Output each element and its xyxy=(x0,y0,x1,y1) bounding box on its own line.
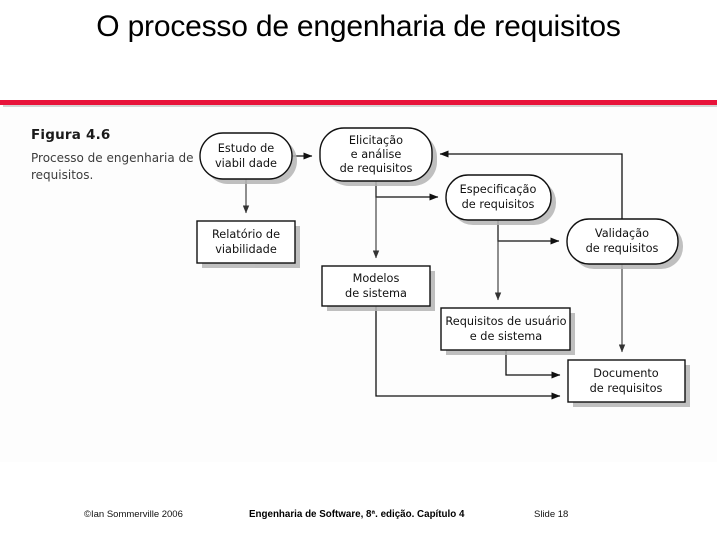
node-estudo-de-viabilidade[interactable]: Estudo de viabil dade xyxy=(199,132,293,180)
footer-book-reference: Engenharia de Software, 8ª. edição. Capí… xyxy=(249,509,465,520)
node-documento-de-requisitos[interactable]: Documento de requisitos xyxy=(567,359,686,403)
node-especificacao-line-1: Especificação xyxy=(460,183,537,196)
node-validacao-line-1: Validação xyxy=(595,227,649,240)
edge-requisitos-to-documento xyxy=(505,350,561,379)
node-relatorio-line-2: viabilidade xyxy=(215,243,277,256)
node-requisitos-line-2: e de sistema xyxy=(470,330,542,343)
node-validacao-line-2: de requisitos xyxy=(586,242,659,255)
node-estudo-line-2: viabil dade xyxy=(215,157,277,170)
node-elicitacao-line-2: e análise xyxy=(351,148,402,161)
node-validacao-de-requisitos[interactable]: Validação de requisitos xyxy=(566,218,679,265)
node-elicitacao-line-3: de requisitos xyxy=(340,162,413,175)
title-divider-rule xyxy=(0,100,717,105)
node-relatorio-de-viabilidade[interactable]: Relatório de viabilidade xyxy=(196,220,296,264)
slide-footer: ©Ian Sommerville 2006 Engenharia de Soft… xyxy=(0,505,717,529)
node-modelos-de-sistema[interactable]: Modelos de sistema xyxy=(321,265,431,307)
node-estudo-line-1: Estudo de xyxy=(218,142,274,155)
edge-layer xyxy=(242,150,626,400)
footer-slide-number: Slide 18 xyxy=(534,509,569,520)
figure-caption: Processo de engenharia de requisitos. xyxy=(31,151,194,183)
node-requisitos-de-usuario-e-de-sistema[interactable]: Requisitos de usuário e de sistema xyxy=(440,307,571,351)
title-divider-shadow xyxy=(3,105,717,107)
figure-panel: Figura 4.6 Processo de engenharia de req… xyxy=(0,107,717,462)
figure-label: Figura 4.6 xyxy=(31,127,111,143)
node-elicitacao-e-analise-de-requisitos[interactable]: Elicitação e análise de requisitos xyxy=(319,127,433,182)
node-modelos-line-2: de sistema xyxy=(345,287,407,300)
edge-modelos-to-documento xyxy=(375,306,561,400)
footer-copyright: ©Ian Sommerville 2006 xyxy=(84,509,183,520)
requirements-process-flowchart: Estudo de viabil dade Elicitação e análi… xyxy=(196,127,690,407)
node-modelos-line-1: Modelos xyxy=(353,272,400,285)
node-documento-line-2: de requisitos xyxy=(590,382,663,395)
node-especificacao-line-2: de requisitos xyxy=(462,198,535,211)
node-documento-line-1: Documento xyxy=(593,367,659,380)
page-title: O processo de engenharia de requisitos xyxy=(96,10,621,43)
node-especificacao-de-requisitos[interactable]: Especificação de requisitos xyxy=(445,174,552,221)
node-elicitacao-line-1: Elicitação xyxy=(349,134,403,147)
edge-validacao-to-elicitacao-feedback xyxy=(439,150,623,219)
node-layer: Estudo de viabil dade Elicitação e análi… xyxy=(196,127,686,403)
node-relatorio-line-1: Relatório de xyxy=(212,228,280,241)
node-requisitos-line-1: Requisitos de usuário xyxy=(445,315,566,328)
